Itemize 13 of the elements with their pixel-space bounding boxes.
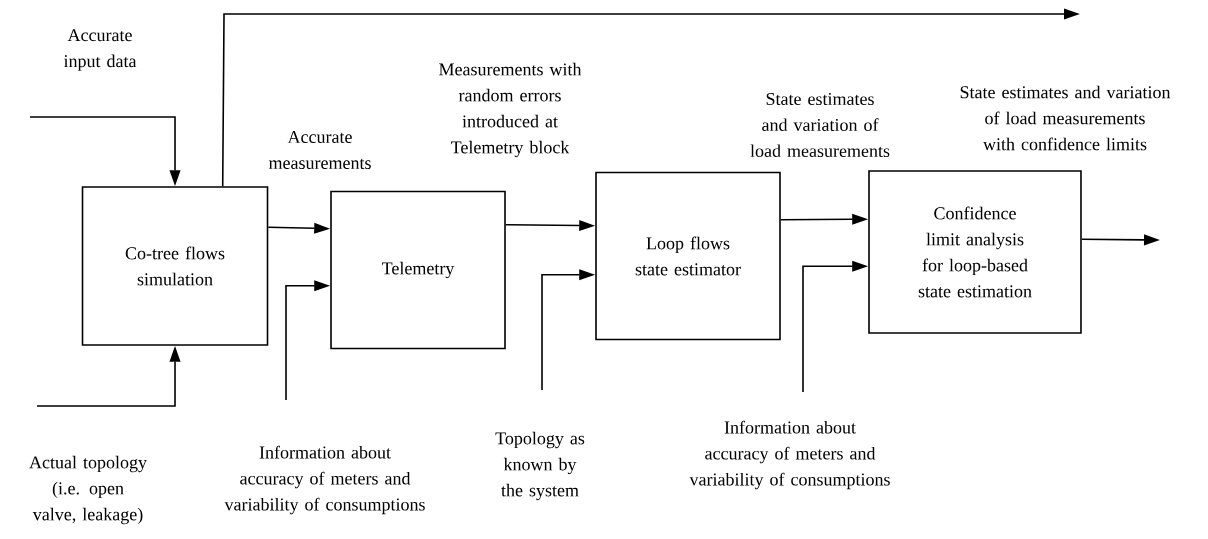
- edge-label: Accurate measurements: [268, 130, 371, 169]
- process-box: Loop flows state estimator: [595, 171, 781, 341]
- edge-label: Accurate input data: [63, 29, 137, 71]
- edge-label: Measurements with random errors introduced at Telemetry block: [439, 62, 582, 158]
- process-box: Telemetry: [330, 190, 506, 350]
- process-box: Confidence limit analysis for loop-based state estimation: [868, 170, 1082, 334]
- process-box: Co-tree flows simulation: [81, 186, 269, 346]
- edge-label: Information about accuracy of meters and variability of consumptions: [689, 420, 890, 490]
- edge-label: Actual topology (i.e. open valve, leakage): [29, 455, 147, 525]
- edge-label: State estimates and variation of load measurements: [750, 92, 890, 158]
- edge-label: Information about accuracy of meters and variability of consumptions: [224, 445, 425, 515]
- edge-label: State estimates and variation of load measurements with confidence limits: [960, 85, 1171, 151]
- edge-label: Topology as known by the system: [495, 431, 585, 501]
